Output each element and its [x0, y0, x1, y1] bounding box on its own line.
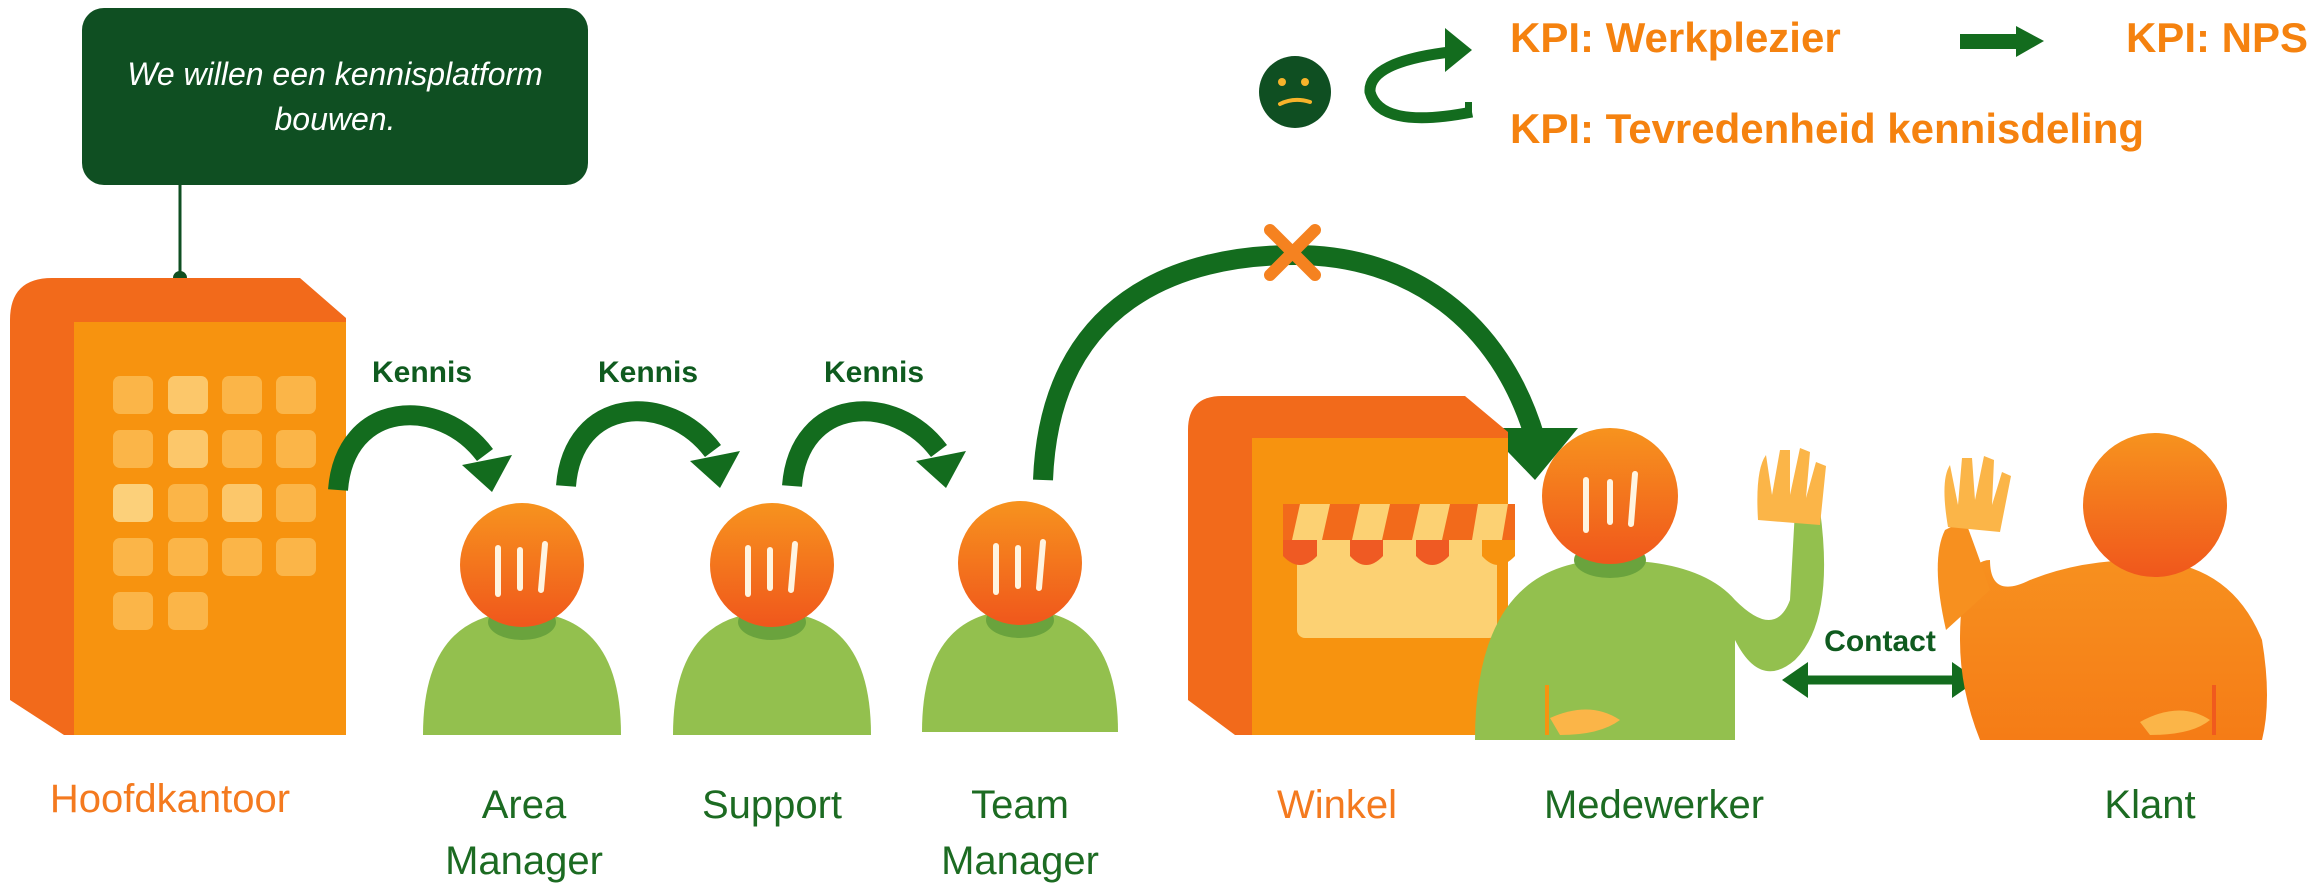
area-manager-person-icon — [423, 503, 621, 735]
kennis-arrow-2 — [556, 401, 740, 488]
store-icon — [1188, 396, 1515, 735]
raised-hand-icon — [1944, 456, 2011, 532]
support-person-icon — [673, 503, 871, 735]
kennis-arrow-1 — [328, 405, 512, 492]
label-support: Support — [702, 783, 842, 827]
speech-bubble-line-1: We willen een kennisplatform — [127, 56, 543, 92]
sad-face-icon — [1259, 56, 1331, 128]
label-medewerker: Medewerker — [1544, 783, 1764, 827]
team-manager-person-icon — [922, 501, 1118, 732]
label-hoofdkantoor: Hoofdkantoor — [50, 777, 290, 821]
kennis-label-2: Kennis — [598, 356, 698, 389]
cross-icon — [1264, 224, 1321, 281]
medewerker-person-icon — [1475, 428, 1826, 740]
kpi-tevredenheid: KPI: Tevredenheid kennisdeling — [1510, 105, 2144, 152]
label-winkel: Winkel — [1277, 783, 1397, 827]
contact-double-arrow — [1782, 662, 1978, 698]
kpi-werkplezier: KPI: Werkplezier — [1510, 14, 1841, 61]
raised-hand-icon — [1757, 448, 1826, 525]
speech-bubble: We willen een kennisplatform bouwen. — [82, 8, 588, 285]
label-area-manager-line-1: Area — [482, 783, 567, 827]
kennis-label-3: Kennis — [824, 356, 924, 389]
kennis-arrow-3 — [782, 401, 966, 488]
label-team-manager-line-2: Manager — [941, 839, 1099, 883]
speech-bubble-line-2: bouwen. — [275, 101, 396, 137]
awning-icon — [1283, 504, 1515, 565]
kpi-right-arrow — [1960, 26, 2044, 57]
kpi-nps: KPI: NPS — [2126, 14, 2308, 61]
label-area-manager-line-2: Manager — [445, 839, 603, 883]
klant-person-icon — [1937, 433, 2267, 740]
label-klant: Klant — [2104, 783, 2195, 827]
label-team-manager-line-1: Team — [971, 783, 1069, 827]
kennis-label-1: Kennis — [372, 356, 472, 389]
contact-label: Contact — [1824, 625, 1936, 658]
headquarters-building-icon — [10, 278, 346, 735]
kpi-curved-arrow — [1364, 28, 1474, 124]
